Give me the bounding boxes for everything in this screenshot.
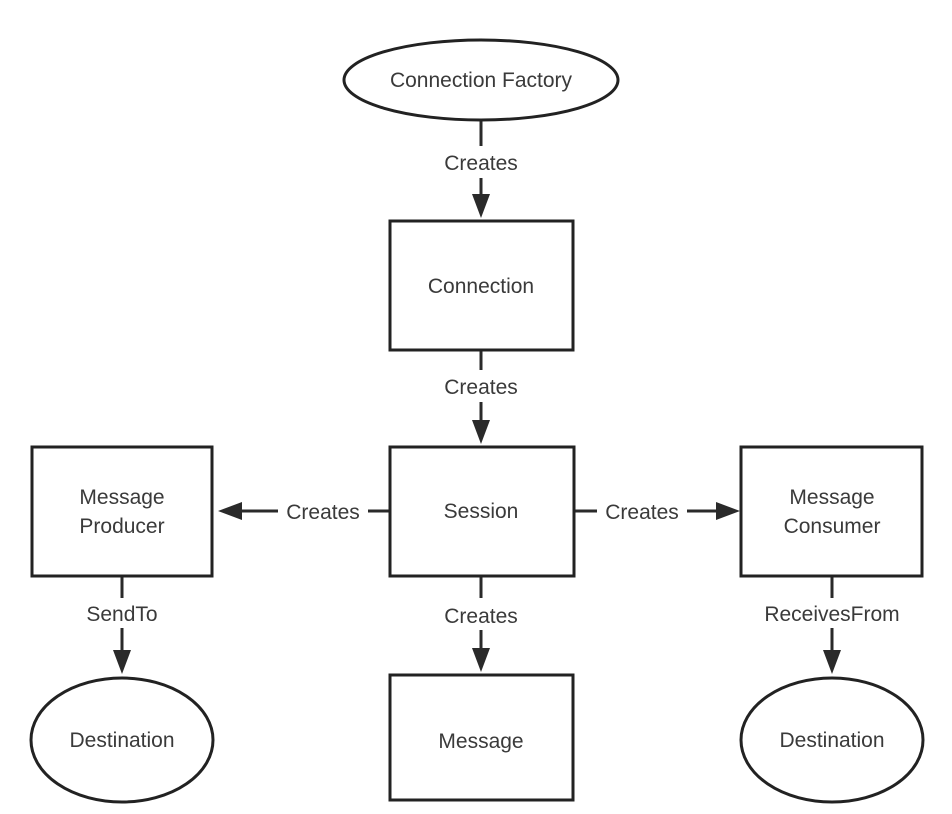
arrowhead-icon [823,650,841,674]
edge-label: Creates [444,152,518,175]
edge-connection-to-session: Creates [444,350,518,444]
node-label: Connection Factory [390,69,573,92]
node-label: Destination [69,729,174,752]
node-label: Session [444,500,519,523]
edge-factory-to-connection: Creates [444,119,518,218]
node-connection-factory: Connection Factory [342,38,620,122]
edge-session-to-consumer: Creates [574,501,740,524]
node-session: Session [388,445,576,578]
node-message-consumer: Message Consumer [739,445,924,578]
node-label-line2: Consumer [784,515,881,538]
node-destination-right: Destination [739,676,925,804]
node-label: Destination [779,729,884,752]
node-connection: Connection [388,219,575,352]
arrowhead-icon [472,648,490,672]
edge-label: Creates [444,376,518,399]
node-destination-left: Destination [29,676,215,804]
edge-session-to-message: Creates [444,576,518,672]
arrowhead-icon [472,420,490,444]
edge-consumer-to-destination: ReceivesFrom [764,576,900,674]
arrowhead-icon [113,650,131,674]
node-message: Message [388,673,575,802]
edge-label: Creates [286,501,360,524]
edge-label: Creates [605,501,679,524]
edge-producer-to-destination: SendTo [86,576,158,674]
arrowhead-icon [218,502,242,520]
node-label-line1: Message [79,486,164,509]
node-label: Connection [428,275,534,298]
node-message-producer: Message Producer [30,445,214,578]
edge-label: Creates [444,605,518,628]
edge-session-to-producer: Creates [218,501,390,524]
edge-label: ReceivesFrom [764,603,899,626]
node-label-line2: Producer [79,515,164,538]
arrowhead-icon [716,502,740,520]
node-label: Message [438,730,523,753]
arrowhead-icon [472,194,490,218]
node-label-line1: Message [789,486,874,509]
edge-label: SendTo [86,603,157,626]
